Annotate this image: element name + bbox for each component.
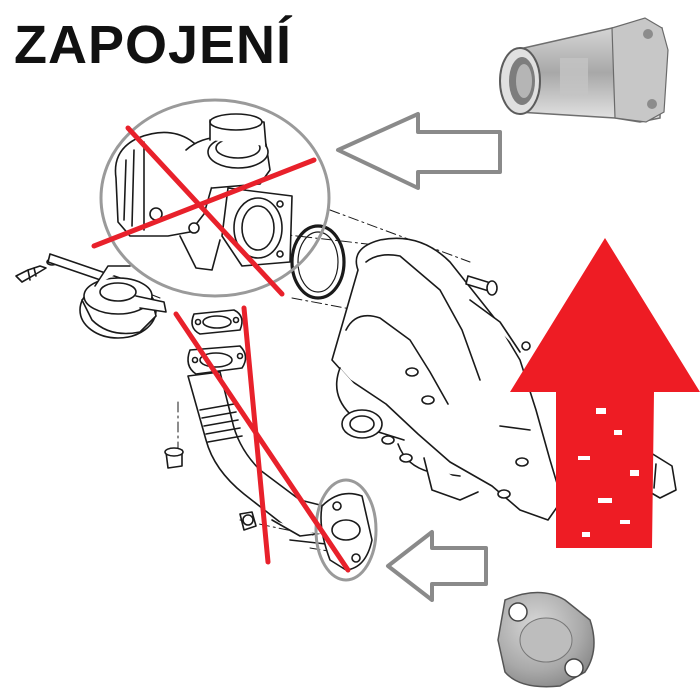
arrow-left-outline-icon <box>386 530 488 602</box>
arrow-left-outline-icon <box>336 112 502 190</box>
cross-out-egr-pipe <box>173 305 351 573</box>
egr-pipe-photo <box>499 17 669 123</box>
diagram-title: ZAPOJENÍ <box>14 15 293 75</box>
arrow-up-icon <box>510 238 700 548</box>
cross-out-egr-valve <box>91 125 317 297</box>
egr-valve-highlight-ring <box>99 98 331 298</box>
blanking-plate-photo <box>497 591 595 688</box>
flange-highlight-ring <box>314 478 378 582</box>
